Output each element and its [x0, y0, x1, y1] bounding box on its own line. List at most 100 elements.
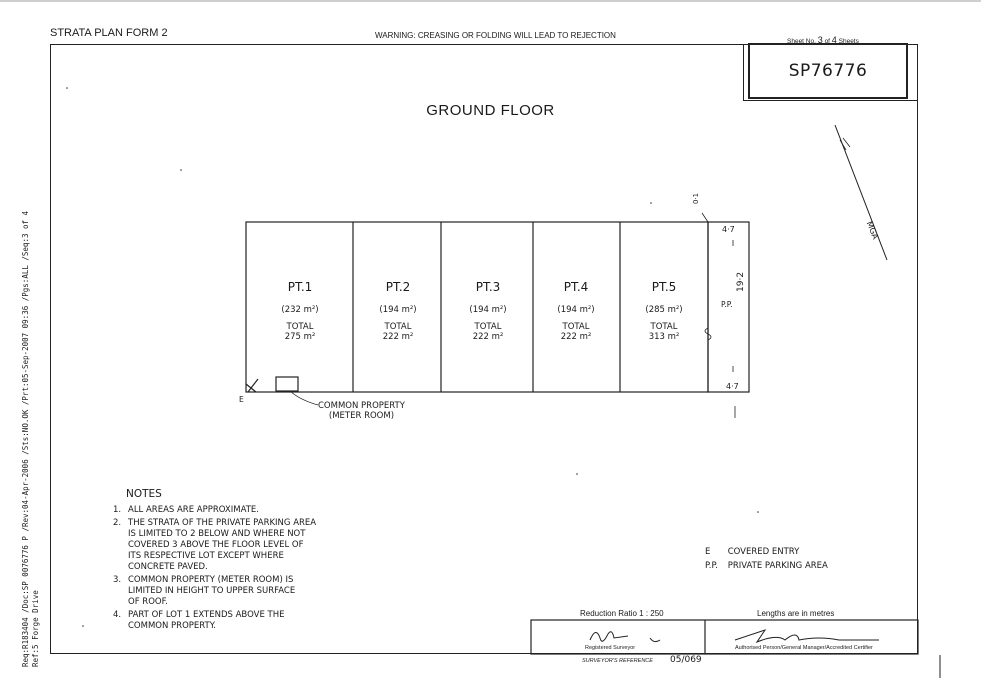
sheet-indicator: Sheet No. 3 of 4 Sheets — [787, 35, 859, 45]
signature-box — [530, 619, 919, 655]
lot-total-label: TOTAL — [562, 322, 590, 332]
dim-top-right: 4·7 — [722, 225, 735, 234]
wiggle-mark — [704, 327, 712, 341]
legend-row: E COVERED ENTRY — [705, 545, 828, 559]
note-line: IS LIMITED TO 2 BELOW AND WHERE NOT — [128, 529, 306, 539]
lot-area: (194 m²) — [379, 305, 417, 315]
lot-2: PT.2 (194 m²) TOTAL 222 m² — [368, 280, 428, 342]
lot-total-label: TOTAL — [384, 322, 412, 332]
legend-text: PRIVATE PARKING AREA — [727, 561, 828, 571]
note-number: 3. — [113, 575, 122, 585]
sheet-total: 4 — [831, 35, 837, 45]
note-item: 2. THE STRATA OF THE PRIVATE PARKING ARE… — [113, 518, 353, 573]
plan-number: SP76776 — [748, 43, 908, 99]
parking-label: P.P. — [721, 300, 733, 309]
note-item: 1. ALL AREAS ARE APPROXIMATE. — [113, 505, 353, 516]
drawing-frame — [50, 44, 918, 654]
meter-room — [275, 376, 299, 392]
authorised-signature — [734, 629, 879, 644]
lot-total-label: TOTAL — [650, 322, 678, 332]
lot-name: PT.2 — [385, 280, 411, 294]
surveyor-signature — [589, 631, 661, 643]
note-line: COMMON PROPERTY (METER ROOM) IS — [128, 575, 294, 585]
note-line: CONCRETE PAVED. — [128, 562, 208, 572]
lot-total-label: TOTAL — [286, 322, 314, 332]
authorised-label: Authorised Person/General Manager/Accred… — [735, 645, 873, 651]
offset-mark — [701, 212, 709, 223]
note-line: PART OF LOT 1 EXTENDS ABOVE THE — [128, 610, 285, 620]
legend-row: P.P. PRIVATE PARKING AREA — [705, 559, 828, 573]
dim-bottom-right: 4·7 — [726, 382, 739, 391]
note-number: 2. — [113, 518, 122, 528]
scan-speck — [757, 511, 759, 513]
scan-speck — [82, 625, 84, 627]
lot-area: (194 m²) — [469, 305, 507, 315]
note-line: COVERED 3 ABOVE THE FLOOR LEVEL OF — [128, 540, 304, 550]
form-title: STRATA PLAN FORM 2 — [50, 27, 168, 39]
lot-5: PT.5 (285 m²) TOTAL 313 m² — [634, 280, 694, 342]
sheets-label: Sheets — [838, 38, 859, 45]
lot-total: 313 m² — [648, 332, 680, 342]
lot-total: 222 m² — [382, 332, 414, 342]
note-number: 4. — [113, 610, 122, 620]
common-property-line2: (METER ROOM) — [328, 411, 395, 421]
lot-total: 275 m² — [284, 332, 316, 342]
page-title: GROUND FLOOR — [426, 102, 555, 119]
note-number: 1. — [113, 505, 122, 515]
lot-3: PT.3 (194 m²) TOTAL 222 m² — [458, 280, 518, 342]
dim-depth: 19·2 — [736, 271, 746, 292]
north-arrow-tip — [839, 137, 851, 151]
note-item: 3. COMMON PROPERTY (METER ROOM) IS LIMIT… — [113, 575, 353, 608]
notes-heading: NOTES — [126, 488, 162, 500]
lot-area: (285 m²) — [645, 305, 683, 315]
lot-name: PT.4 — [563, 280, 589, 294]
note-item: 4. PART OF LOT 1 EXTENDS ABOVE THE COMMO… — [113, 610, 353, 632]
north-line — [834, 124, 888, 261]
dim-offset: 0·1 — [692, 192, 700, 204]
side-registry-text: Req:R183404 /Doc:SP 0076776 P /Rev:04-Ap… — [14, 150, 44, 670]
scan-speck — [576, 473, 578, 475]
scan-speck — [66, 87, 68, 89]
note-line: ALL AREAS ARE APPROXIMATE. — [128, 505, 259, 515]
note-line: THE STRATA OF THE PRIVATE PARKING AREA — [128, 518, 317, 528]
lot-total: 222 m² — [560, 332, 592, 342]
legend-key: E — [705, 547, 711, 557]
entry-label: E — [239, 395, 244, 404]
common-property-label: COMMON PROPERTY (METER ROOM) — [318, 401, 405, 421]
common-property-line1: COMMON PROPERTY — [318, 401, 405, 411]
legend: E COVERED ENTRY P.P. PRIVATE PARKING ARE… — [705, 545, 828, 573]
lot-1: PT.1 (232 m²) TOTAL 275 m² — [270, 280, 330, 342]
scan-speck — [180, 169, 182, 171]
lot-name: PT.1 — [287, 280, 313, 294]
notes-list: 1. ALL AREAS ARE APPROXIMATE. 2. THE STR… — [113, 505, 353, 632]
sheet-of: of — [824, 38, 830, 45]
note-line: LIMITED IN HEIGHT TO UPPER SURFACE — [128, 586, 296, 596]
lengths-note: Lengths are in metres — [757, 609, 835, 618]
side-line-2: Ref:5 Forge Drive — [31, 590, 40, 667]
sheet-num: 3 — [817, 35, 823, 45]
lot-total-label: TOTAL — [474, 322, 502, 332]
scan-top-edge — [0, 0, 981, 2]
reference-value: 05/069 — [670, 655, 702, 665]
legend-text: COVERED ENTRY — [727, 547, 800, 557]
entry-mark — [245, 378, 259, 393]
lot-total: 222 m² — [472, 332, 504, 342]
sheet-label: Sheet No. — [787, 38, 816, 45]
lot-4: PT.4 (194 m²) TOTAL 222 m² — [546, 280, 606, 342]
lot-area: (194 m²) — [557, 305, 595, 315]
scan-speck — [650, 202, 652, 204]
warning-text: WARNING: CREASING OR FOLDING WILL LEAD T… — [375, 31, 616, 40]
lot-area: (232 m²) — [281, 305, 319, 315]
side-line-1: Req:R183404 /Doc:SP 0076776 P /Rev:04-Ap… — [21, 210, 30, 667]
legend-key: P.P. — [705, 561, 719, 571]
parking-area — [707, 221, 750, 393]
note-line: OF ROOF. — [128, 597, 168, 607]
note-line: ITS RESPECTIVE LOT EXCEPT WHERE — [128, 551, 284, 561]
note-line: COMMON PROPERTY. — [128, 621, 216, 631]
lot-name: PT.3 — [475, 280, 501, 294]
reduction-ratio: Reduction Ratio 1 : 250 — [580, 609, 664, 618]
lot-name: PT.5 — [651, 280, 677, 294]
meter-leader — [289, 390, 319, 406]
surveyor-label: Registered Surveyor — [585, 645, 636, 651]
